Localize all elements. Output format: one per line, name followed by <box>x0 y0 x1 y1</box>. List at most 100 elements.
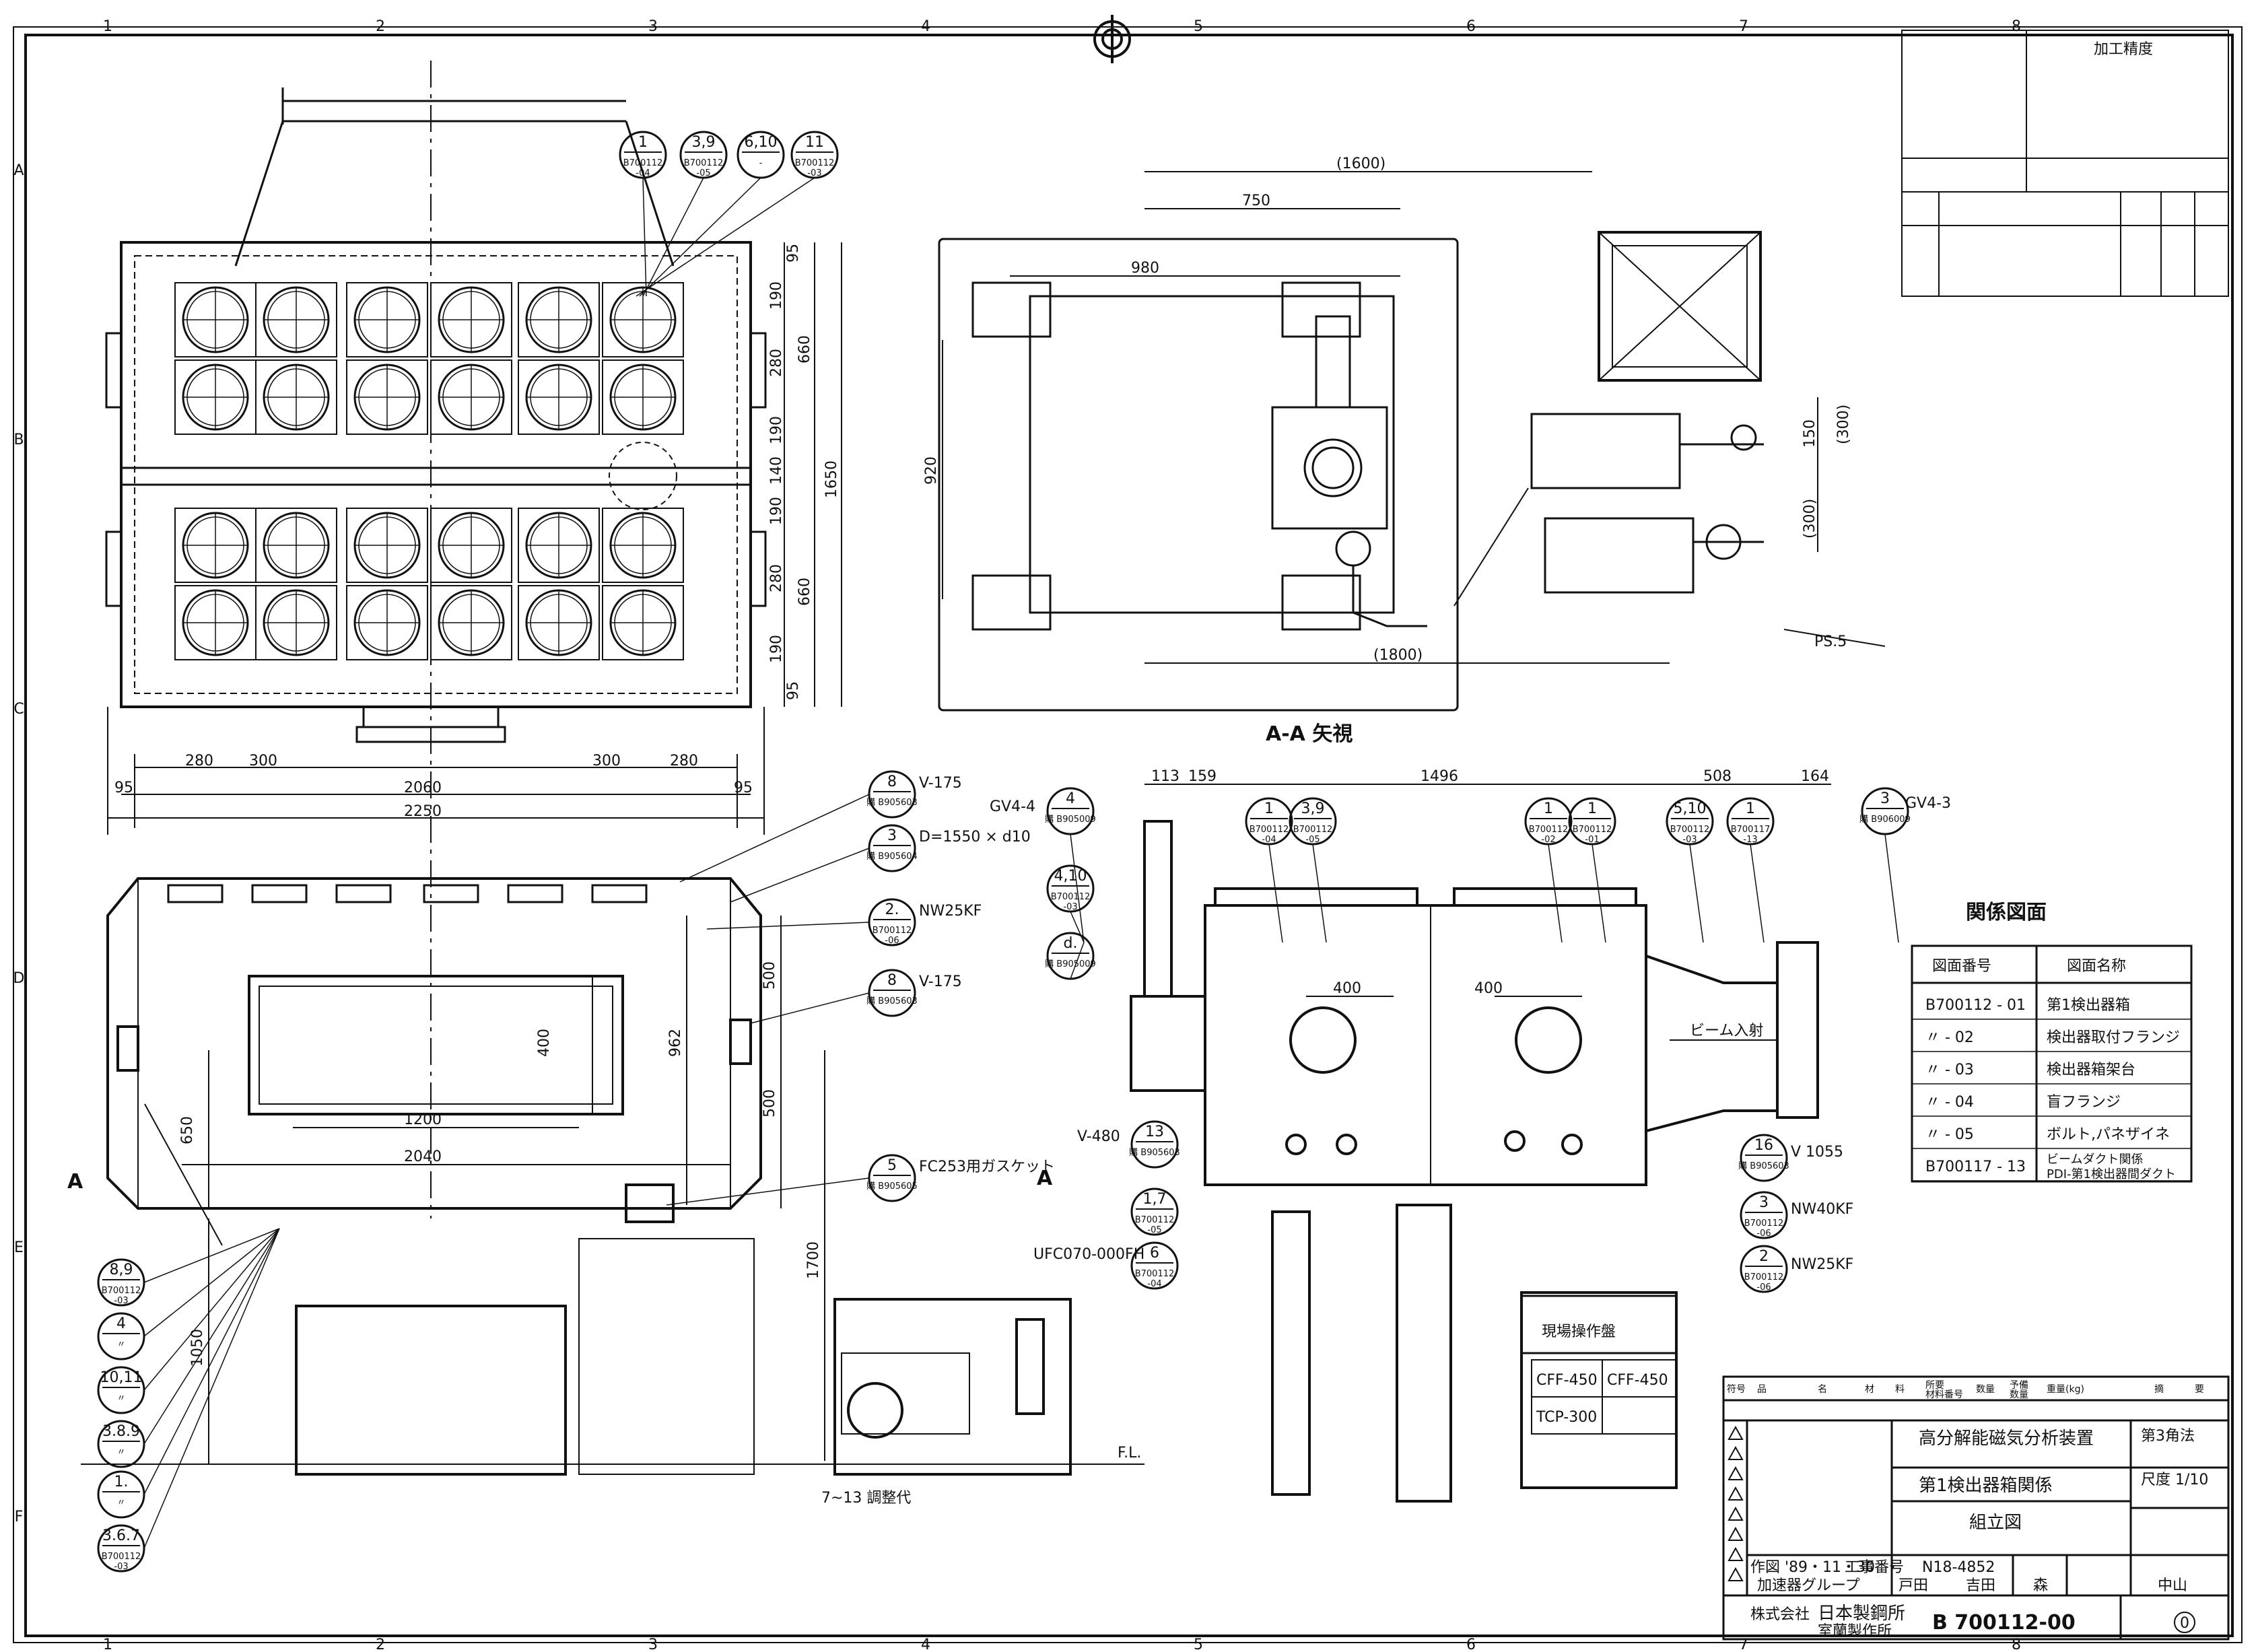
zone-left-E: E <box>14 1239 24 1256</box>
related-row-2-name-0: 検出器取付フランジ <box>2047 1029 2180 1046</box>
side-balloon-top-8-ref-0: B700112 <box>1670 825 1710 835</box>
checked-by: 吉田 <box>1966 1577 1995 1594</box>
side-balloon-top-7-item: 1 <box>1587 800 1597 817</box>
dim-500-lower: 500 <box>761 1089 778 1117</box>
finish-accuracy-table <box>1901 30 2229 297</box>
job-number-label: 工事番号 <box>1845 1559 1904 1576</box>
zone-left-A: A <box>13 162 24 179</box>
plan-dimension-lines <box>107 242 842 835</box>
related-row-1-number: B700112 - 01 <box>1925 997 2026 1014</box>
dim-v-190-a: 190 <box>768 281 785 310</box>
drawing-number: B 700112-00 <box>1932 1611 2076 1634</box>
detector-window-22 <box>430 585 512 660</box>
plan-balloon-2-ref-1: -05 <box>696 168 710 178</box>
left-balloon-4: 3.8.9〃 <box>97 1420 145 1468</box>
detector-window-9 <box>346 359 428 435</box>
company-prefix: 株式会社 <box>1750 1606 1810 1623</box>
revision-triangle-icon <box>1727 1466 1744 1480</box>
zone-bottom-6: 6 <box>1466 1637 1476 1652</box>
dim-1700: 1700 <box>805 1241 822 1279</box>
side-balloon-top-3-ref-0: 購 B905009 <box>1045 959 1096 969</box>
dim-2060: 2060 <box>404 780 442 796</box>
left-balloon-3: 10,11〃 <box>97 1366 145 1414</box>
dim-95-right: 95 <box>734 780 753 796</box>
detector-window-8 <box>255 359 337 435</box>
side-balloon-top-9-ref-1: -13 <box>1743 835 1757 845</box>
front-callout-text-3: NW25KF <box>919 903 982 920</box>
front-callout-text-1: V-175 <box>919 775 962 792</box>
section-marker-right: A <box>1037 1167 1053 1190</box>
dim-300-right: 300 <box>592 753 621 769</box>
front-callout-4-ref-0: 購 B905603 <box>866 996 918 1006</box>
side-balloon-top-1-ref-0: 購 B905009 <box>1045 815 1096 825</box>
side-balloon-top-3: d.購 B905009 <box>1045 932 1096 980</box>
side-balloon-bottom-4-item: 16 <box>1754 1137 1773 1154</box>
detector-window-6 <box>602 282 684 357</box>
tb-header-4-0: 材 <box>1865 1384 1874 1395</box>
label-v480: V-480 <box>1077 1128 1120 1145</box>
tb-header-10-0: 摘 <box>2154 1383 2164 1395</box>
plan-balloon-1-ref-0: B700112 <box>623 158 663 168</box>
company-name: 日本製鋼所 <box>1818 1604 1905 1624</box>
dim-300-upper: (300) <box>1835 405 1852 444</box>
related-row-6-name-0: ビームダクト関係 <box>2047 1152 2143 1167</box>
detector-window-21 <box>346 585 428 660</box>
plan-balloon-4-ref-0: B700112 <box>795 158 835 168</box>
side-balloon-bottom-6-ref-1: -06 <box>1756 1282 1771 1293</box>
control-cell-2: CFF-450 <box>1607 1372 1668 1389</box>
left-balloon-2-ref-0: 〃 <box>116 1340 125 1350</box>
zone-top-3: 3 <box>648 18 658 35</box>
revision-triangle-icon <box>1727 1486 1744 1501</box>
detector-window-12 <box>602 359 684 435</box>
front-callout-text-4: V-175 <box>919 973 962 990</box>
dim-v-660-upper: 660 <box>796 335 813 364</box>
dim-962: 962 <box>667 1029 684 1057</box>
side-balloon-bottom-6-ref-0: B700112 <box>1744 1272 1784 1282</box>
left-balloon-2: 4〃 <box>97 1312 145 1361</box>
dim-2250: 2250 <box>404 803 442 820</box>
zone-top-6: 6 <box>1466 18 1476 35</box>
left-balloon-6-ref-0: B700112 <box>102 1552 141 1562</box>
title-block: 符号品名材料所要材料番号数量予備数量重量(kg)摘要 高分解能磁気分析装置 第1… <box>1722 1375 2230 1641</box>
side-balloon-bottom-3-ref-0: B700112 <box>1135 1269 1175 1279</box>
dim-v-140: 140 <box>768 456 785 485</box>
dim-920: 920 <box>923 456 940 485</box>
detector-window-7 <box>174 359 256 435</box>
front-callout-1-ref-0: 購 B905603 <box>866 798 918 808</box>
aa-view: (1600) 750 980 920 (1800) (300) (300) 15… <box>923 156 1886 746</box>
related-row-3-name-0: 検出器箱架台 <box>2047 1062 2135 1078</box>
drawn-by: 戸田 <box>1898 1577 1928 1594</box>
projection-angle: 第3角法 <box>2141 1428 2195 1445</box>
dim-1600: (1600) <box>1336 156 1385 172</box>
side-balloon-top-9-ref-0: B700117 <box>1731 825 1771 835</box>
control-panel-table: 現場操作盤 CFF-450 CFF-450 TCP-300 <box>1520 1295 1678 1426</box>
related-row-4-number: 〃 - 04 <box>1925 1094 1974 1111</box>
left-balloon-1-ref-0: B700112 <box>102 1286 141 1296</box>
label-gv4-4: GV4-4 <box>990 798 1035 815</box>
zone-bottom-1: 1 <box>103 1637 112 1652</box>
aa-view-label: A-A 矢視 <box>1266 722 1353 746</box>
detector-window-23 <box>518 585 600 660</box>
front-callout-3-ref-1: -06 <box>885 936 899 946</box>
left-balloon-1-ref-1: -03 <box>114 1296 128 1306</box>
front-callout-1-item: 8 <box>887 773 897 790</box>
dim-650: 650 <box>179 1116 196 1144</box>
top-port-6 <box>591 884 648 903</box>
detector-window-24 <box>602 585 684 660</box>
side-balloon-top-6-item: 1 <box>1544 800 1553 817</box>
related-row-6-number: B700117 - 13 <box>1925 1159 2026 1175</box>
detector-window-1 <box>174 282 256 357</box>
plan-balloon-2-ref-0: B700112 <box>684 158 724 168</box>
dim-300-lower: (300) <box>1802 499 1818 539</box>
finish-table-title: 加工精度 <box>2094 41 2153 58</box>
revision-triangles <box>1727 1425 1744 1581</box>
plan-balloon-4-item: 11 <box>805 134 824 151</box>
zone-bottom-3: 3 <box>648 1637 658 1652</box>
plan-vertical-dims: 95 190 280 190 140 190 280 190 95 660 66… <box>768 244 840 700</box>
